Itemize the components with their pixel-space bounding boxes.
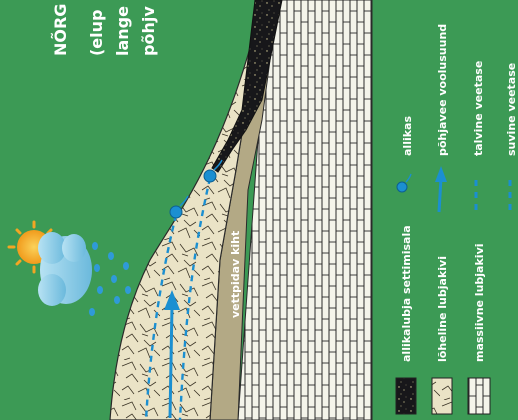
flow-arrow-legend-icon bbox=[435, 166, 447, 212]
title: NÕRG (elup lange põhjv bbox=[51, 4, 158, 56]
legend-label-flow: põhjavee voolusuund bbox=[436, 24, 449, 156]
title-line-3: lange bbox=[113, 6, 132, 56]
legend-label-fissured: lõheline lubjakivi bbox=[436, 256, 449, 362]
fissured-limestone-swatch bbox=[432, 378, 452, 414]
rain-drops bbox=[89, 242, 131, 316]
title-line-2: (elup bbox=[87, 10, 106, 57]
title-line-4: põhjv bbox=[139, 6, 158, 56]
legend: allikalubja settimisala lõheline lubjaki… bbox=[396, 24, 518, 414]
spring-legend-icon bbox=[397, 174, 411, 192]
legend-label-spring: allikas bbox=[401, 116, 414, 156]
legend-label-winter: talvine veetase bbox=[472, 61, 485, 156]
legend-label-massive: massiivne lubjakivi bbox=[473, 243, 486, 362]
impermeable-layer-label: vettpidav kiht bbox=[229, 231, 242, 318]
title-line-1: NÕRG bbox=[51, 4, 70, 56]
legend-label-summer: suvine veetase bbox=[505, 63, 518, 156]
massive-limestone-swatch bbox=[468, 378, 490, 414]
cloud-icon bbox=[38, 232, 92, 306]
legend-label-tufa: allikalubja settimisala bbox=[400, 225, 413, 362]
tufa-swatch bbox=[396, 378, 416, 414]
